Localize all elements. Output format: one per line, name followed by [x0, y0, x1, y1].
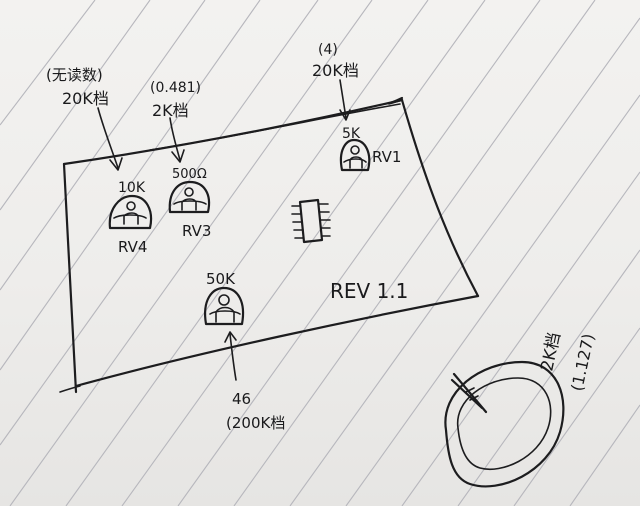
- ring-sketch: [444, 360, 565, 488]
- rv2-potentiometer: [204, 286, 245, 326]
- ring-note-reading: (1.127): [567, 332, 598, 393]
- board-revision: REV 1.1: [330, 279, 408, 303]
- rv4-value: 10K: [118, 180, 146, 196]
- rv2-note-range: (200K档: [226, 414, 285, 432]
- rv3-note-range: 2K档: [152, 101, 189, 120]
- rv3-value: 500Ω: [172, 167, 207, 182]
- rv4-note-reading: (无读数): [46, 66, 103, 84]
- rv4-note-range: 20K档: [62, 89, 109, 108]
- rv3-potentiometer: [168, 180, 211, 214]
- rv3-note-reading: (0.481): [150, 80, 201, 96]
- rv1-potentiometer: [339, 138, 371, 172]
- arrows: [97, 79, 351, 381]
- rv4-label: RV4: [118, 238, 147, 256]
- rv1-value: 5K: [342, 126, 361, 142]
- ic-chip: [291, 198, 331, 244]
- ring-note-range: 2K档: [537, 331, 565, 373]
- rv2-value: 50K: [206, 270, 236, 288]
- rv1-label: RV1: [372, 148, 401, 166]
- rv1-note-reading: (4): [318, 42, 338, 58]
- rv1-note-range: 20K档: [312, 61, 359, 80]
- rv2-note-reading: 46: [232, 390, 251, 408]
- pcb-outline: [59, 96, 480, 394]
- rv3-label: RV3: [182, 222, 211, 240]
- rv4-potentiometer: [108, 194, 153, 230]
